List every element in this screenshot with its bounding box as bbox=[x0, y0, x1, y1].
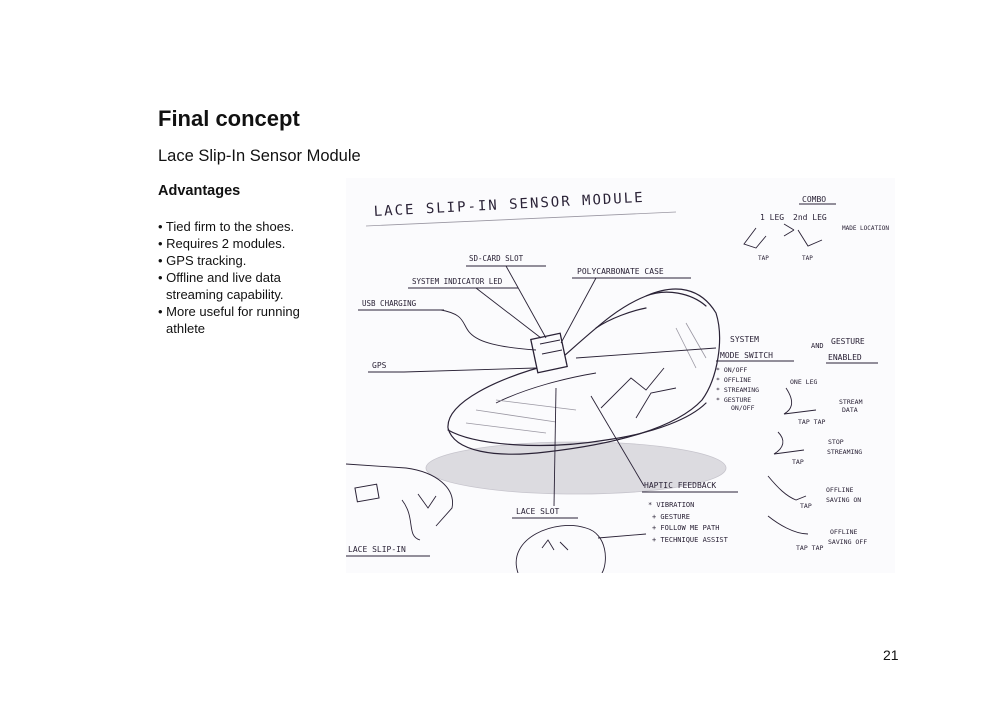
haptic-walker-icon bbox=[541, 539, 569, 551]
two-leg-foot-icon bbox=[797, 229, 823, 247]
vibration-item: * VIBRATION bbox=[648, 501, 694, 509]
one-leg-foot-icon bbox=[783, 387, 817, 415]
lace-slot-label: LACE SLOT bbox=[516, 507, 560, 516]
stream-label: STREAM bbox=[839, 398, 863, 406]
advantages-list: • Tied firm to the shoes. • Requires 2 m… bbox=[158, 218, 333, 337]
mode-gesture-item: * GESTURE bbox=[716, 396, 751, 404]
stop-label: STOP bbox=[828, 438, 844, 446]
offline-off-foot-icon bbox=[767, 515, 809, 535]
follow-me-path-item: + FOLLOW ME PATH bbox=[652, 524, 719, 532]
tap-label: TAP bbox=[800, 502, 812, 510]
tap-label: TAP bbox=[792, 458, 804, 466]
heading-underline bbox=[365, 211, 677, 227]
usb-charging-label: USB CHARGING bbox=[362, 299, 417, 308]
system-indicator-led-label: SYSTEM INDICATOR LED bbox=[412, 277, 503, 286]
gps-label: GPS bbox=[372, 361, 387, 370]
lace-slot-leader bbox=[553, 387, 557, 507]
haptic-leader bbox=[590, 395, 645, 487]
shoe-shadow bbox=[425, 441, 727, 495]
advantage-item: • More useful for running athlete bbox=[158, 304, 300, 336]
page-subtitle: Lace Slip-In Sensor Module bbox=[158, 147, 361, 165]
concept-sketch: LACE SLIP-IN SENSOR MODULE COMBO 1 LEG 2… bbox=[346, 178, 895, 573]
usb-leader bbox=[440, 309, 537, 351]
tap-tap-label: TAP TAP bbox=[798, 418, 825, 426]
system-label: SYSTEM bbox=[730, 335, 759, 344]
tap-label: TAP bbox=[802, 255, 813, 262]
stop-streaming-foot-icon bbox=[773, 431, 805, 455]
one-leg-foot-icon bbox=[743, 227, 767, 249]
haptic-feedback-label: HAPTIC FEEDBACK bbox=[644, 481, 716, 490]
and-label: AND bbox=[811, 342, 824, 350]
mode-streaming-item: * STREAMING bbox=[716, 386, 759, 394]
tap-tap-label: TAP TAP bbox=[796, 544, 823, 552]
one-leg-top-label: 1 LEG bbox=[760, 213, 784, 222]
offline-label: OFFLINE bbox=[830, 528, 857, 536]
mode-gesture-item: ON/OFF bbox=[731, 404, 755, 412]
lace-slip-in-detail bbox=[346, 463, 453, 527]
enabled-label: ENABLED bbox=[828, 353, 862, 362]
technique-assist-item: + TECHNIQUE ASSIST bbox=[652, 536, 729, 544]
made-location-label: MADE LOCATION bbox=[842, 225, 889, 232]
combo-label: COMBO bbox=[802, 195, 826, 204]
technique-leader bbox=[597, 533, 647, 539]
lace-detail-curve bbox=[401, 499, 421, 541]
two-leg-top-label: 2nd LEG bbox=[793, 213, 827, 222]
mode-offline-item: * OFFLINE bbox=[716, 376, 751, 384]
page-number: 21 bbox=[883, 647, 899, 663]
one-leg-label: ONE LEG bbox=[790, 378, 817, 386]
circle-detail bbox=[515, 524, 606, 573]
advantage-item: • Offline and live data streaming capabi… bbox=[158, 270, 284, 302]
lace-slip-in-label: LACE SLIP-IN bbox=[348, 545, 406, 554]
page-title: Final concept bbox=[158, 106, 300, 131]
mode-switch-leader bbox=[575, 347, 717, 359]
mode-on-off-item: * ON/OFF bbox=[716, 366, 747, 374]
concept-sketch-drawing: LACE SLIP-IN SENSOR MODULE COMBO 1 LEG 2… bbox=[346, 190, 889, 573]
advantage-item: • Requires 2 modules. bbox=[158, 236, 286, 251]
led-leader bbox=[475, 287, 542, 339]
advantages-heading: Advantages bbox=[158, 183, 241, 199]
slip-arrow-icon bbox=[417, 493, 437, 509]
lace-slip-in-module-icon bbox=[354, 483, 380, 503]
combo-arrow-icon bbox=[783, 223, 795, 237]
tap-label: TAP bbox=[758, 255, 769, 262]
polycarbonate-case-label: POLYCARBONATE CASE bbox=[577, 267, 664, 276]
haptic-gesture-item: + GESTURE bbox=[652, 513, 690, 521]
shoe-drawing bbox=[447, 288, 721, 455]
data-label: DATA bbox=[842, 406, 858, 414]
gps-leader bbox=[368, 367, 537, 373]
sd-card-slot-label: SD-CARD SLOT bbox=[469, 254, 524, 263]
case-leader bbox=[560, 277, 597, 344]
sd-card-leader bbox=[505, 265, 547, 339]
offline-label: OFFLINE bbox=[826, 486, 853, 494]
advantage-item: • Tied firm to the shoes. bbox=[158, 219, 295, 234]
gesture-label: GESTURE bbox=[831, 337, 865, 346]
mode-switch-label: MODE SWITCH bbox=[720, 351, 773, 360]
offline-on-foot-icon bbox=[767, 475, 807, 501]
advantage-item: • GPS tracking. bbox=[158, 253, 247, 268]
streaming-label: STREAMING bbox=[827, 448, 862, 456]
saving-on-label: SAVING ON bbox=[826, 496, 861, 504]
saving-off-label: SAVING OFF bbox=[828, 538, 867, 546]
